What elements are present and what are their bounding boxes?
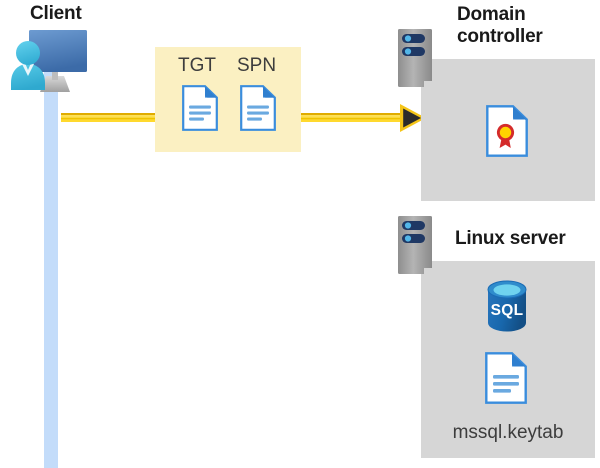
spn-document-icon xyxy=(240,85,276,131)
keytab-document-icon xyxy=(485,352,527,404)
spn-label: SPN xyxy=(237,55,277,76)
tgt-label: TGT xyxy=(178,55,216,76)
certificate-icon xyxy=(486,105,528,157)
domain-controller-title-line2: controller xyxy=(457,26,543,47)
svg-text:SQL: SQL xyxy=(491,302,524,319)
linux-server-server-rack-icon xyxy=(398,216,436,279)
linux-server-title: Linux server xyxy=(455,228,566,249)
user-computer-icon xyxy=(8,26,94,94)
sql-database-icon: SQL xyxy=(483,279,531,333)
client-title: Client xyxy=(30,3,82,24)
keytab-filename-label: mssql.keytab xyxy=(452,422,564,443)
tgt-document-icon xyxy=(182,85,218,131)
token-highlight-box xyxy=(155,47,301,152)
domain-controller-server-rack-icon xyxy=(398,29,436,92)
domain-controller-title-line1: Domain xyxy=(457,4,526,25)
kerberos-ticket-request-arrowhead xyxy=(400,104,426,132)
client-lifeline xyxy=(44,62,58,468)
domain-controller-title: Domain controller xyxy=(457,4,597,48)
